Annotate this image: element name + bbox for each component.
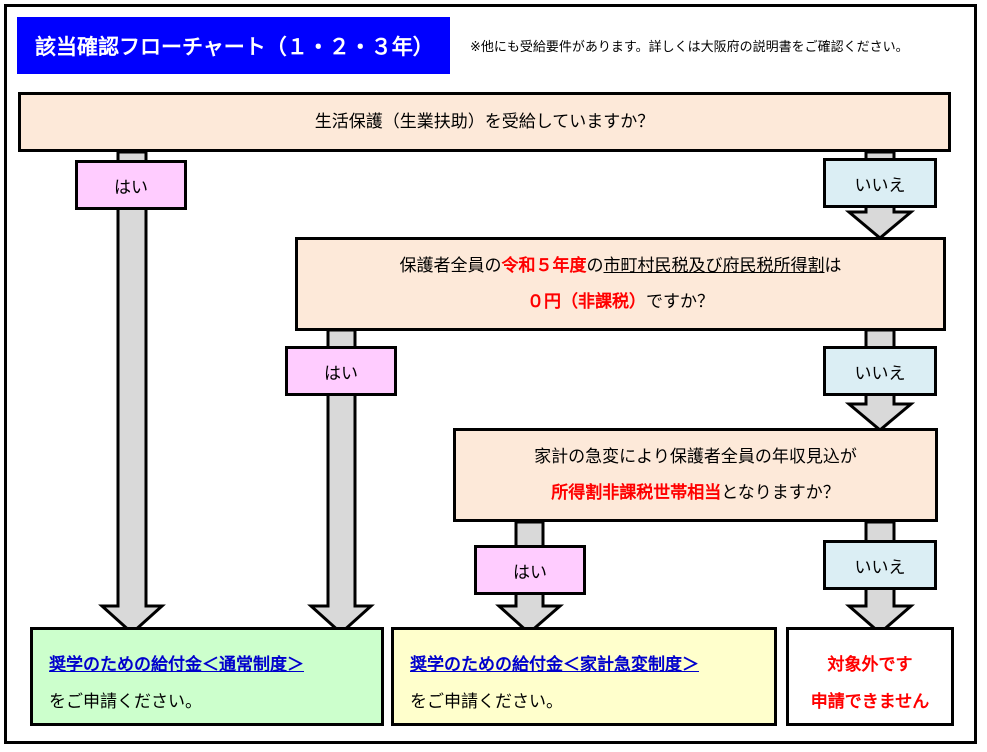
q2-no-label: いいえ bbox=[823, 346, 937, 396]
question-3-line1: 家計の急変により保護者全員の年収見込が bbox=[534, 447, 857, 467]
result-not-eligible: 対象外です 申請できません bbox=[786, 627, 954, 726]
q1-yes-label: はい bbox=[75, 160, 187, 210]
q3-yes-label: はい bbox=[474, 545, 586, 595]
result-sudden-body: をご申請ください。 bbox=[410, 692, 563, 712]
q3-condition: 所得割非課税世帯相当 bbox=[551, 483, 722, 503]
question-1-text: 生活保護（生業扶助）を受給していますか？ bbox=[314, 112, 655, 132]
arrow-q1-yes bbox=[98, 150, 166, 636]
q2-post: は bbox=[824, 256, 842, 276]
question-2-line1: 保護者全員の令和５年度の市町村民税及び府民税所得割は bbox=[400, 248, 842, 284]
not-eligible-line1: 対象外です bbox=[827, 655, 913, 675]
question-1: 生活保護（生業扶助）を受給していますか？ bbox=[18, 92, 951, 152]
q1-no-label: いいえ bbox=[823, 158, 937, 208]
result-regular-title: 奨学のための給付金＜通常制度＞ bbox=[49, 655, 304, 675]
q2-tail: ですか？ bbox=[646, 292, 714, 312]
page-title: 該当確認フローチャート（１・２・３年） bbox=[17, 17, 450, 74]
question-2-line2: ０円（非課税）ですか？ bbox=[527, 284, 714, 320]
result-regular-program: 奨学のための給付金＜通常制度＞ をご申請ください。 bbox=[30, 627, 384, 726]
q3-no-label: いいえ bbox=[823, 540, 937, 590]
result-regular-body: をご申請ください。 bbox=[49, 692, 202, 712]
question-3-line2: 所得割非課税世帯相当となりますか？ bbox=[551, 475, 840, 511]
q2-fiscal-year: 令和５年度 bbox=[501, 256, 587, 276]
q3-tail: となりますか？ bbox=[721, 483, 840, 503]
result-sudden-title: 奨学のための給付金＜家計急変制度＞ bbox=[410, 655, 699, 675]
result-sudden-change-program: 奨学のための給付金＜家計急変制度＞ をご申請ください。 bbox=[391, 627, 777, 726]
not-eligible-line2: 申請できません bbox=[810, 692, 930, 712]
q2-tax-type: 市町村民税及び府民税所得割 bbox=[603, 256, 825, 276]
question-3: 家計の急変により保護者全員の年収見込が 所得割非課税世帯相当となりますか？ bbox=[453, 428, 938, 522]
question-2: 保護者全員の令和５年度の市町村民税及び府民税所得割は ０円（非課税）ですか？ bbox=[295, 237, 946, 331]
q2-mid: の bbox=[586, 256, 604, 276]
q2-zero-yen: ０円（非課税） bbox=[527, 292, 646, 312]
q2-pre: 保護者全員の bbox=[399, 256, 502, 276]
diagram-frame bbox=[4, 4, 977, 744]
eligibility-note: ※他にも受給要件があります。詳しくは大阪府の説明書をご確認ください。 bbox=[470, 40, 909, 55]
q2-yes-label: はい bbox=[285, 346, 397, 396]
